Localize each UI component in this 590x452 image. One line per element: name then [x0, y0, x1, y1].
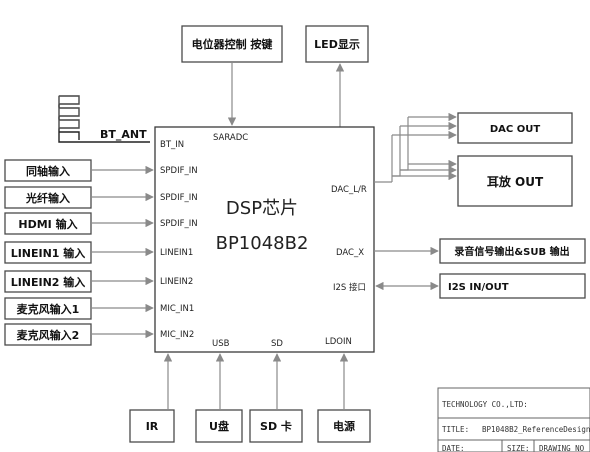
pin-mic-in1: MIC_IN1: [160, 304, 194, 314]
bt-ant-label: BT_ANT: [100, 128, 147, 141]
pin-usb: USB: [212, 339, 230, 349]
left-input-hdmi: HDMI 输入: [4, 212, 154, 235]
pin-linein1: LINEIN1: [160, 248, 193, 258]
pin-saradc: SARADC: [213, 133, 248, 143]
left-input-linein1: LINEIN1 输入: [4, 241, 154, 264]
pin-spdif-in-3: SPDIF_IN: [160, 219, 198, 229]
mic1-input-label: 麦克风输入1: [17, 302, 80, 316]
dac-out-label: DAC OUT: [490, 124, 540, 135]
pin-linein2: LINEIN2: [160, 277, 193, 287]
drawing-no-label: DRAWING NO: [539, 444, 585, 452]
chip-name: DSP芯片: [226, 198, 298, 219]
earphone-out-label: 耳放 OUT: [487, 174, 544, 189]
optical-input-label: 光纤输入: [25, 191, 70, 205]
pin-spdif-in-1: SPDIF_IN: [160, 166, 198, 176]
i2s-inout-block: I2S IN/OUT: [439, 273, 586, 299]
left-input-coaxial: 同轴输入: [4, 159, 154, 182]
sd-card-block: SD 卡: [249, 353, 303, 443]
usb-disk-block: U盘: [195, 353, 243, 443]
power-label: 电源: [333, 419, 355, 433]
hdmi-input-label: HDMI 输入: [18, 217, 77, 231]
record-sub-out-label: 录音信号输出&SUB 输出: [454, 245, 569, 258]
left-input-mic2: 麦克风输入2: [4, 323, 154, 346]
size-label: SIZE:: [507, 444, 530, 452]
led-display-label: LED显示: [314, 38, 360, 51]
coaxial-input-label: 同轴输入: [26, 164, 70, 178]
pin-dac-x: DAC_X: [336, 248, 364, 258]
title-label: TITLE:: [442, 425, 469, 434]
i2s-inout-label: I2S IN/OUT: [448, 282, 509, 293]
left-input-optical: 光纤输入: [4, 186, 154, 209]
left-input-linein2: LINEIN2 输入: [4, 270, 154, 293]
potentiometer-key-block: 电位器控制 按键: [181, 25, 283, 63]
led-display-block: LED显示: [305, 25, 369, 63]
title-value: BP1048B2_ReferenceDesign: [482, 425, 590, 434]
record-sub-out-block: 录音信号输出&SUB 输出: [439, 238, 586, 264]
antenna-icon: [58, 95, 150, 143]
linein2-input-label: LINEIN2 输入: [11, 275, 86, 289]
pin-i2s: I2S 接口: [333, 282, 366, 293]
pin-ldoin: LDOIN: [325, 337, 352, 347]
mic2-input-label: 麦克风输入2: [17, 328, 80, 342]
pin-sd: SD: [271, 339, 283, 349]
power-block: 电源: [317, 353, 371, 443]
title-block: TECHNOLOGY CO.,LTD: TITLE: BP1048B2_Refe…: [437, 387, 590, 452]
chip-model: BP1048B2: [216, 233, 309, 254]
date-label: DATE:: [442, 444, 465, 452]
pin-dac-lr: DAC_L/R: [331, 185, 367, 195]
ir-block: IR: [129, 353, 175, 443]
company-label: TECHNOLOGY CO.,LTD:: [442, 400, 528, 409]
potentiometer-key-label: 电位器控制 按键: [192, 37, 274, 51]
usb-disk-label: U盘: [209, 419, 229, 433]
pin-mic-in2: MIC_IN2: [160, 330, 194, 340]
earphone-out-block: 耳放 OUT: [457, 155, 573, 207]
ir-label: IR: [146, 420, 159, 433]
pin-spdif-in-2: SPDIF_IN: [160, 193, 198, 203]
sd-card-label: SD 卡: [260, 419, 292, 433]
dsp-chip: DSP芯片 BP1048B2 BT_IN SARADC SPDIF_IN SPD…: [154, 126, 375, 353]
dac-out-block: DAC OUT: [457, 112, 573, 144]
left-input-mic1: 麦克风输入1: [4, 297, 154, 320]
pin-bt-in: BT_IN: [160, 140, 184, 150]
linein1-input-label: LINEIN1 输入: [11, 246, 86, 260]
dac-lr-connectors: [374, 112, 457, 183]
